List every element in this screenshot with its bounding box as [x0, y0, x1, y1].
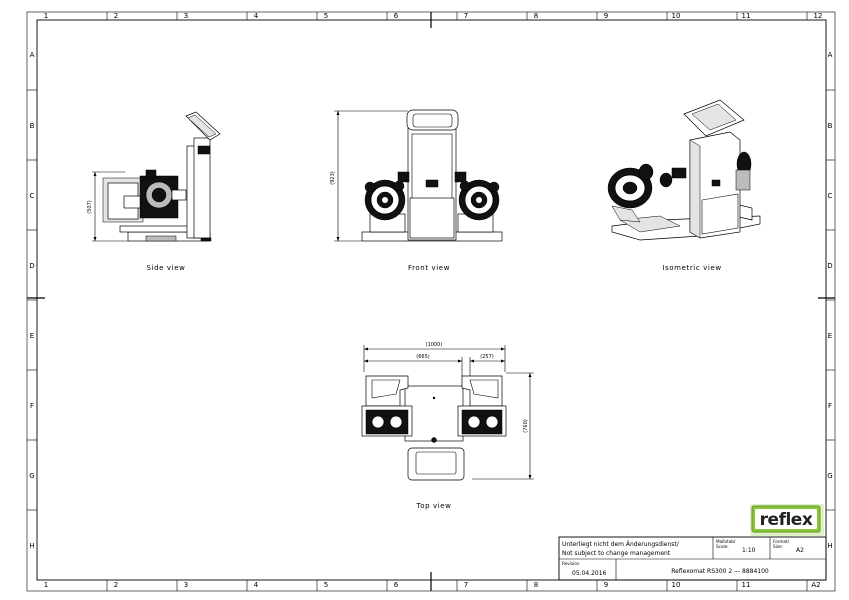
row-label: E: [828, 332, 832, 340]
col-label: 4: [254, 12, 259, 20]
row-labels-left: A B C D E F G H: [29, 51, 34, 550]
col-label: 3: [184, 581, 188, 589]
row-label: E: [30, 332, 34, 340]
scale-label-english: Scale:: [716, 544, 729, 549]
isometric-view-label: Isometric view: [662, 264, 721, 272]
col-label: 7: [464, 581, 468, 589]
row-label: D: [827, 262, 832, 270]
title-block: Unterliegt nicht dem Änderungsdienst/ No…: [558, 536, 827, 581]
side-height-dimension: (507): [87, 200, 93, 213]
row-label: C: [828, 192, 833, 200]
top-left-width-dimension: (665): [416, 354, 429, 360]
top-overall-width-dimension: (1000): [426, 342, 443, 348]
format-value: A2: [796, 547, 804, 554]
row-ticks: [27, 89, 835, 511]
col-label: 5: [324, 12, 328, 20]
format-label-english: Size:: [773, 544, 783, 549]
scale-label-german: Maßstab/: [716, 539, 736, 544]
col-label: 9: [604, 581, 608, 589]
row-label: A: [30, 51, 35, 59]
row-labels-right: A B C D E F G H: [827, 51, 832, 550]
front-view-label: Front view: [408, 264, 450, 272]
col-label: 10: [672, 581, 681, 589]
col-label: 9: [604, 12, 608, 20]
drawing-title: Reflexomat RS300 2 — 8884100: [671, 568, 769, 575]
row-label: H: [29, 542, 34, 550]
revision-label: Revision: [562, 561, 580, 566]
col-label: 12: [814, 12, 823, 20]
logo-text: reflex: [760, 510, 813, 530]
row-label: G: [29, 472, 34, 480]
drawing-frame: [26, 11, 836, 592]
side-view-drawing: (507): [87, 111, 221, 242]
column-labels-bottom: 1 2 3 4 5 6 7 8 9 10 11 A2: [44, 581, 821, 589]
col-label: 2: [114, 12, 118, 20]
isometric-view-drawing: [607, 99, 761, 241]
reflex-logo: reflex: [750, 504, 824, 536]
note-german: Unterliegt nicht dem Änderungsdienst/: [562, 541, 680, 548]
row-label: B: [30, 122, 35, 130]
row-label: A: [828, 51, 833, 59]
top-right-width-dimension: (257): [480, 354, 493, 360]
revision-date: 05.04.2016: [572, 570, 607, 577]
col-label: 1: [44, 581, 48, 589]
top-view-label: Top view: [416, 502, 452, 510]
col-label: 8: [534, 581, 538, 589]
row-label: F: [828, 402, 832, 410]
top-depth-dimension: (760): [523, 419, 529, 432]
col-label: 8: [534, 12, 538, 20]
col-label: 2: [114, 581, 118, 589]
col-label: 7: [464, 12, 468, 20]
col-label: 3: [184, 12, 188, 20]
front-height-dimension: (923): [330, 171, 336, 184]
col-label: 6: [394, 12, 399, 20]
column-labels-top: 1 2 3 4 5 6 7 8 9 10 11 12: [44, 12, 823, 20]
col-label: 6: [394, 581, 399, 589]
row-label: B: [828, 122, 833, 130]
top-view-drawing: (1000) (665) (257) (760): [361, 342, 534, 481]
note-english: Not subject to change management: [562, 550, 671, 557]
col-label: 10: [672, 12, 681, 20]
scale-value: 1:10: [742, 547, 756, 554]
col-label: 1: [44, 12, 48, 20]
front-view-drawing: (923): [330, 109, 503, 242]
col-label: 5: [324, 581, 328, 589]
side-view-label: Side view: [147, 264, 186, 272]
row-label: H: [827, 542, 832, 550]
format-label-german: Format/: [773, 539, 790, 544]
col-label: 11: [742, 581, 751, 589]
row-label: C: [30, 192, 35, 200]
col-label: 4: [254, 581, 259, 589]
sheet-size-label: A2: [811, 581, 820, 589]
column-ticks: [106, 12, 808, 591]
col-label: 11: [742, 12, 751, 20]
row-label: F: [30, 402, 34, 410]
row-label: G: [827, 472, 832, 480]
row-label: D: [29, 262, 34, 270]
